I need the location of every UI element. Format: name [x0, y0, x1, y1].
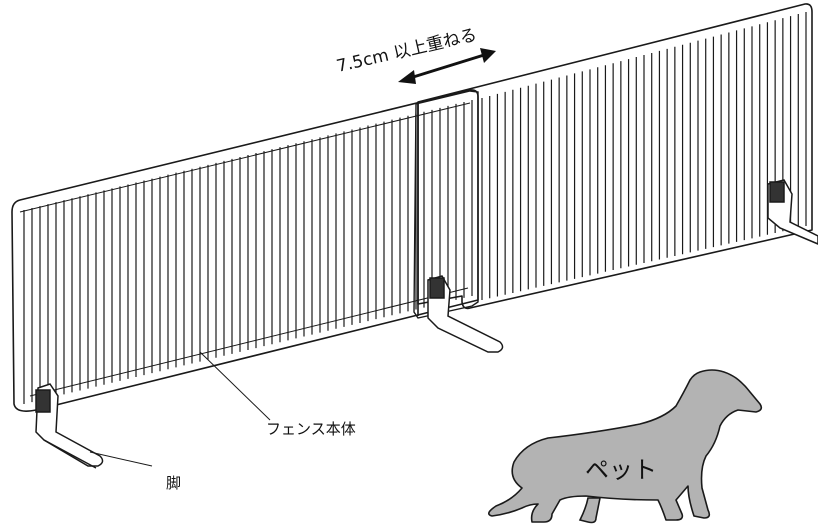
fence-bars-right	[481, 12, 807, 300]
leg-left	[35, 383, 104, 469]
fence-body-label: フェンス本体	[266, 420, 356, 438]
overlap-zone	[413, 90, 479, 319]
leg-right	[767, 179, 818, 245]
pet-label: ペット	[585, 456, 657, 484]
leg-leader	[89, 451, 153, 467]
fence-panel-left	[11, 89, 479, 412]
dachshund-silhouette-icon	[488, 369, 763, 524]
double-headed-arrow-icon	[398, 48, 496, 84]
leg-middle	[427, 275, 504, 353]
overlap-label: 7.5cm 以上重ねる	[335, 25, 479, 77]
fence-panel-right	[417, 3, 813, 316]
fence-body-leader	[199, 351, 271, 421]
fence-bars-left	[23, 100, 473, 404]
leg-label: 脚	[166, 474, 181, 492]
